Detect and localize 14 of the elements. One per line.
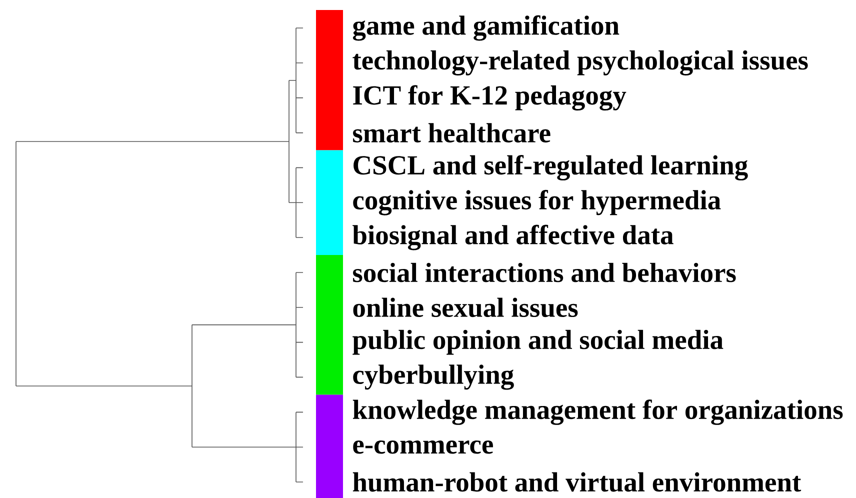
- cluster-label: social interactions and behaviors: [353, 262, 736, 282]
- cluster-label: human-robot and virtual environment: [352, 472, 802, 492]
- cluster-label: ICT for K-12 pedagogy: [353, 85, 626, 110]
- cluster-label: cyberbullying: [353, 364, 514, 390]
- cluster-label: e-commerce: [353, 440, 493, 454]
- cluster-label: online sexual issues: [353, 298, 578, 318]
- cluster-label: cognitive issues for hypermedia: [353, 190, 721, 216]
- cluster-label: technology-related psychological issues: [352, 50, 808, 76]
- cluster-label: CSCL and self-regulated learning: [354, 155, 748, 180]
- cluster-label: public opinion and social media: [352, 330, 724, 355]
- cluster-label: knowledge management for organizations: [352, 400, 843, 425]
- cluster-label: game and gamification: [352, 15, 620, 41]
- cluster-label: smart healthcare: [353, 123, 550, 142]
- cluster-label: biosignal and affective data: [352, 224, 674, 250]
